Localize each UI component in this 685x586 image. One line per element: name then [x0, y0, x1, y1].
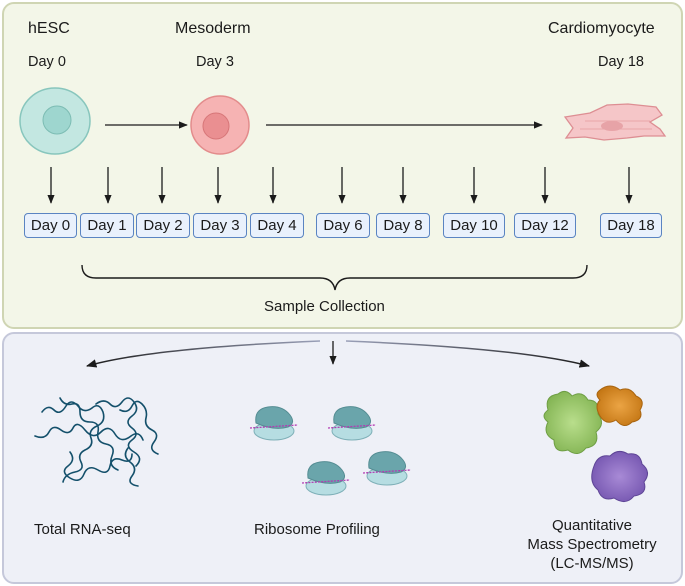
mass-spec-line-1: Quantitative — [551, 517, 633, 534]
hesc-cell-icon — [19, 87, 91, 155]
method-label-ribosome-profiling: Ribosome Profiling — [254, 521, 380, 538]
analysis-panel — [2, 332, 683, 584]
collection-brace — [81, 264, 588, 291]
ribosome-icons — [249, 406, 412, 496]
mass-spec-line-2: Mass Spectrometry — [527, 536, 657, 553]
mass-spec-line-3: (LC-MS/MS) — [550, 555, 634, 572]
stage-day-cardiomyocyte: Day 18 — [598, 54, 644, 70]
sample-collection-panel — [2, 2, 683, 329]
timepoint-day-0: Day 0 — [24, 213, 77, 238]
stage-day-hesc: Day 0 — [28, 54, 66, 70]
timepoint-day-12: Day 12 — [514, 213, 576, 238]
stage-day-mesoderm: Day 3 — [196, 54, 234, 70]
timepoint-day-10: Day 10 — [443, 213, 505, 238]
timepoint-day-18: Day 18 — [600, 213, 662, 238]
timepoint-day-2: Day 2 — [136, 213, 190, 238]
rna-strands-icon — [34, 397, 159, 487]
method-label-mass-spec: Quantitative Mass Spectrometry (LC-MS/MS… — [512, 516, 672, 573]
mesoderm-cell-icon — [190, 95, 250, 155]
timepoint-day-3: Day 3 — [193, 213, 247, 238]
timepoint-day-1: Day 1 — [80, 213, 134, 238]
stage-name-mesoderm: Mesoderm — [175, 20, 251, 37]
stage-name-cardiomyocyte: Cardiomyocyte — [548, 20, 655, 37]
analysis-arrows — [85, 340, 591, 368]
timepoint-day-6: Day 6 — [316, 213, 370, 238]
protein-structures-icon — [543, 385, 648, 502]
timepoint-day-8: Day 8 — [376, 213, 430, 238]
timepoint-arrows — [47, 167, 633, 204]
timepoint-day-4: Day 4 — [250, 213, 304, 238]
cardiomyocyte-cell-icon — [563, 103, 667, 141]
stage-name-hesc: hESC — [28, 20, 70, 37]
sample-collection-label: Sample Collection — [264, 298, 385, 315]
method-label-rna-seq: Total RNA-seq — [34, 521, 131, 538]
